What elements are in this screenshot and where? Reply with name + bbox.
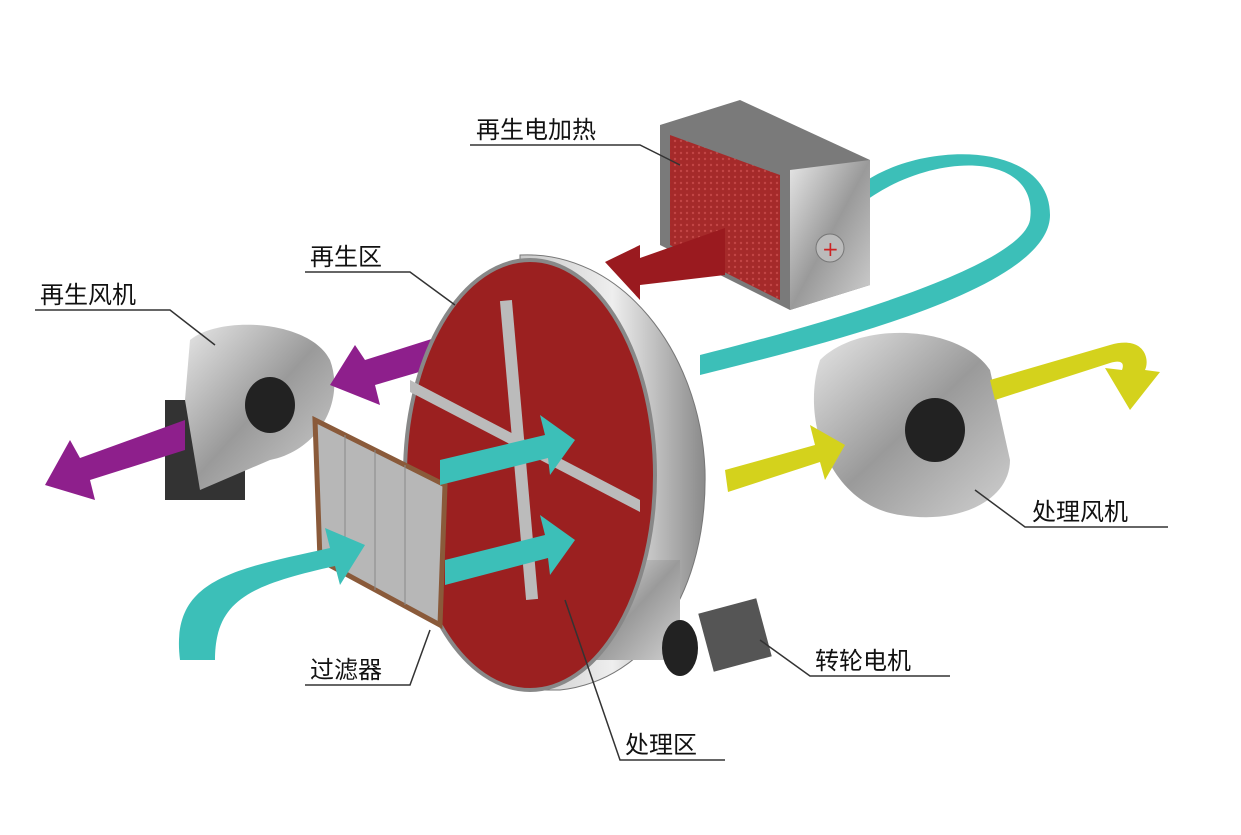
wheel-motor	[662, 598, 772, 676]
label-regen-heater: 再生电加热	[476, 116, 596, 144]
filter	[312, 415, 448, 630]
label-filter: 过滤器	[310, 656, 382, 684]
process-inlet-arrow	[178, 528, 365, 660]
regen-fan	[165, 324, 335, 500]
regen-air-loop-duct	[700, 154, 1050, 375]
heated-air-arrow	[605, 228, 725, 300]
label-process-fan: 处理风机	[1032, 498, 1128, 526]
process-air-arrow-upper	[440, 415, 575, 485]
label-wheel-motor: 转轮电机	[815, 647, 911, 675]
label-process-zone: 处理区	[625, 731, 697, 759]
process-dry-air-arrow	[725, 425, 845, 492]
process-air-arrow-lower	[445, 515, 575, 585]
regen-exhaust-arrow	[45, 420, 185, 500]
svg-text:+: +	[822, 237, 839, 261]
supply-air-arrow	[990, 342, 1160, 410]
leader-lines	[35, 144, 1168, 761]
label-regen-zone: 再生区	[310, 243, 382, 271]
label-regen-fan: 再生风机	[40, 281, 136, 309]
process-fan	[813, 332, 1010, 518]
